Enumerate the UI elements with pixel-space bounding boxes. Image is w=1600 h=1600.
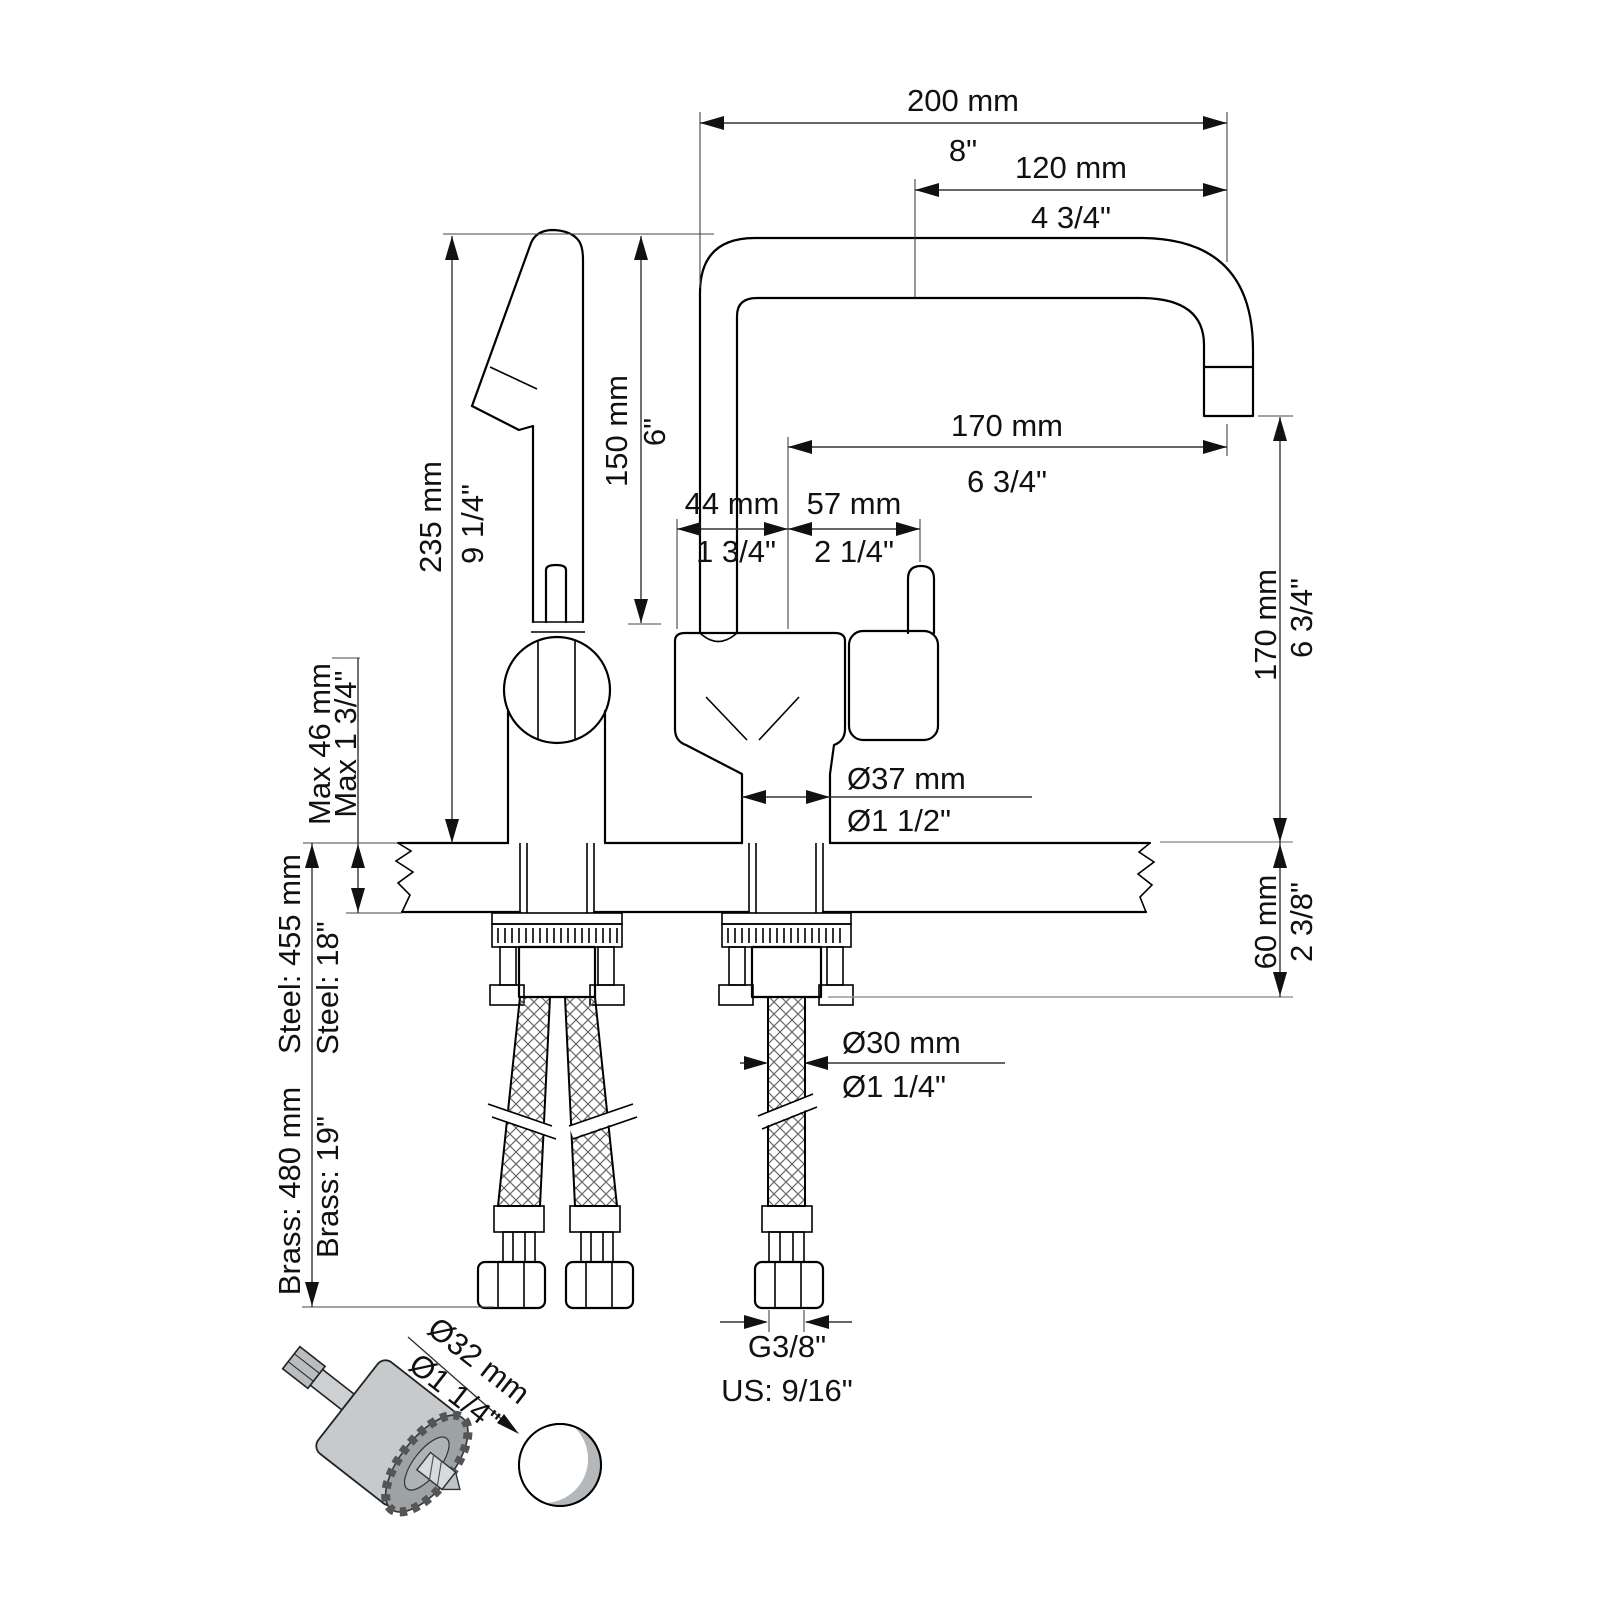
dim-aerator-reach-inch: 4 3/4" xyxy=(1031,200,1111,235)
dim-hose-steel-mm: Steel: 455 mm xyxy=(272,854,307,1054)
dim-under-counter-inch: 2 3/8" xyxy=(1284,882,1319,962)
left-supply-hoses xyxy=(476,996,638,1310)
dim-aerator-reach-mm: 120 mm xyxy=(1015,150,1127,185)
dim-max-deck-mm: Max 46 mm xyxy=(302,663,337,825)
dim-total-height-inch: 9 1/4" xyxy=(455,484,490,564)
dim-under-counter-mm: 60 mm xyxy=(1248,875,1283,970)
dim-body-depth: 44 mm 1 3/4" xyxy=(676,437,921,629)
dim-total-reach-mm: 200 mm xyxy=(907,83,1019,118)
dim-outlet-clearance-inch: 6 3/4" xyxy=(1284,578,1319,658)
dim-body-depth-inch: 1 3/4" xyxy=(696,534,776,569)
dim-hose-brass-mm: Brass: 480 mm xyxy=(272,1087,307,1295)
dim-outlet-horizontal: 170 mm 6 3/4" xyxy=(788,408,1228,499)
mixer-handle-body xyxy=(847,629,940,742)
dim-total-reach-inch: 8" xyxy=(949,133,977,168)
dim-handle-depth: 57 mm 2 1/4" xyxy=(788,486,920,569)
mounting-hardware-right xyxy=(718,912,854,1006)
dim-hose-steel-inch: Steel: 18" xyxy=(310,921,345,1054)
dim-max-deck-inch: Max 1 3/4" xyxy=(328,670,363,817)
dim-outlet-horizontal-mm: 170 mm xyxy=(951,408,1063,443)
dim-shank-diameter-inch: Ø1 1/4" xyxy=(842,1069,946,1104)
dim-shank-diameter-mm: Ø30 mm xyxy=(842,1025,961,1060)
front-view-faucet xyxy=(673,236,1255,845)
dim-connection-thread-label: G3/8" xyxy=(748,1329,826,1364)
dim-handle-depth-inch: 2 1/4" xyxy=(814,534,894,569)
countertop xyxy=(394,841,1156,914)
dim-hose-brass-inch: Brass: 19" xyxy=(310,1116,345,1258)
drilled-hole-icon xyxy=(518,1423,602,1507)
mounting-hardware-left xyxy=(489,912,625,1006)
aerator-tip xyxy=(1202,365,1255,418)
mixer-handle-lever xyxy=(906,564,936,635)
dim-aerator-reach: 120 mm 4 3/4" xyxy=(914,150,1227,297)
dim-spout-height-inch: 6" xyxy=(637,418,672,446)
dim-handle-depth-mm: 57 mm xyxy=(807,486,902,521)
dim-connection-thread: G3/8" US: 9/16" xyxy=(720,1310,853,1408)
side-view-faucet xyxy=(470,228,612,845)
hole-saw-icon xyxy=(281,1345,473,1517)
dim-outlet-clearance: 170 mm 6 3/4" xyxy=(1160,415,1319,843)
dim-body-depth-mm: 44 mm xyxy=(685,486,780,521)
dim-outlet-horizontal-inch: 6 3/4" xyxy=(967,464,1047,499)
dim-total-height: 235 mm 9 1/4" xyxy=(413,233,714,843)
dim-shank-diameter: Ø30 mm Ø1 1/4" xyxy=(740,1025,1005,1104)
dim-base-diameter: Ø37 mm Ø1 1/2" xyxy=(742,761,1032,838)
dim-base-diameter-inch: Ø1 1/2" xyxy=(847,803,951,838)
dim-connection-us-label: US: 9/16" xyxy=(721,1373,853,1408)
dim-under-counter: 60 mm 2 3/8" xyxy=(828,843,1319,998)
dim-base-diameter-mm: Ø37 mm xyxy=(847,761,966,796)
dim-hose-lengths: Steel: 455 mm Steel: 18" Brass: 480 mm B… xyxy=(272,842,494,1308)
dim-outlet-clearance-mm: 170 mm xyxy=(1248,569,1283,681)
dim-spout-height: 150 mm 6" xyxy=(599,236,672,625)
dim-max-deck-thickness: Max 46 mm Max 1 3/4" xyxy=(302,657,402,914)
dim-spout-height-mm: 150 mm xyxy=(599,375,634,487)
right-supply-hose xyxy=(753,996,825,1310)
dim-total-height-mm: 235 mm xyxy=(413,461,448,573)
dim-total-reach: 200 mm 8" xyxy=(699,83,1228,288)
